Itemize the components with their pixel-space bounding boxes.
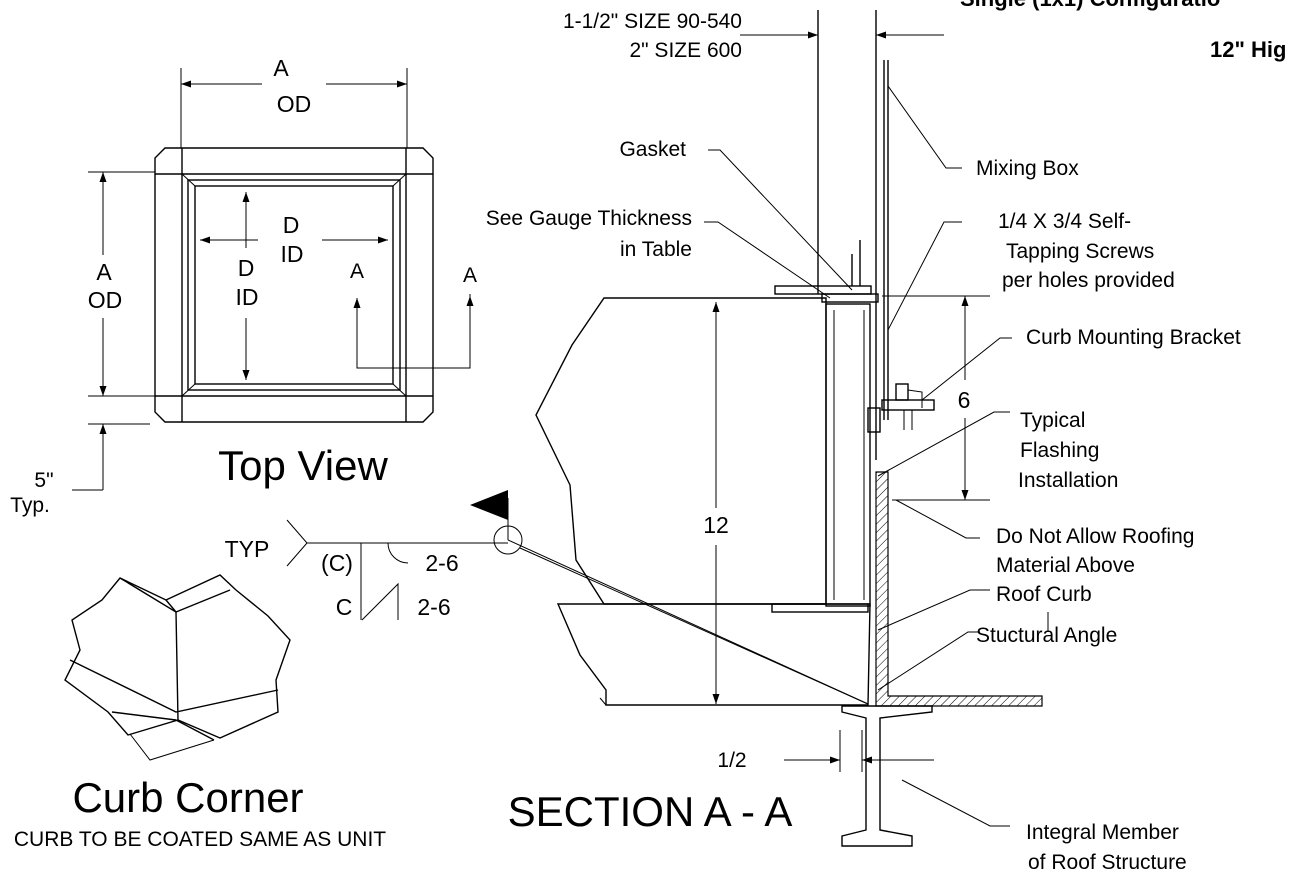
top-dim-a-label: A	[273, 55, 289, 81]
integral-member-line1: Integral Member	[1026, 821, 1179, 844]
integral-member-line2: of Roof Structure	[1028, 851, 1187, 874]
section-mark-left: A	[350, 260, 364, 283]
weld-size-1: 2-6	[425, 550, 458, 576]
flashing-label-line1: Typical	[1020, 409, 1085, 432]
roofing-label-line1: Do Not Allow Roofing	[996, 525, 1194, 548]
curb-corner-drawing	[64, 574, 291, 761]
screws-label-line3: per holes provided	[1002, 269, 1175, 292]
section-drawing	[535, 10, 1049, 847]
curb-coating-note: CURB TO BE COATED SAME AS UNIT	[14, 828, 386, 851]
size-label-line1: 1-1/2" SIZE 90-540	[563, 10, 742, 33]
weld-c-label: C	[336, 594, 353, 620]
structural-angle-label: Stuctural Angle	[976, 624, 1117, 647]
top-dim-od-label: OD	[277, 91, 312, 117]
typ-dim-value: 5"	[34, 469, 53, 492]
inner-dim-id-h-label: ID	[281, 241, 304, 267]
weld-typ-label: TYP	[225, 536, 270, 562]
curb-corner-title: Curb Corner	[72, 774, 303, 821]
dim-half-label: 1/2	[717, 749, 746, 772]
weld-symbol	[286, 490, 869, 705]
roofing-label-line2: Material Above	[996, 554, 1135, 577]
inner-dim-id-v-label: ID	[236, 284, 259, 310]
header-title-line1: Single (1x1) Configuratio	[960, 0, 1220, 11]
gasket-label: Gasket	[619, 138, 686, 161]
flashing-label-line2: Flashing	[1020, 439, 1099, 462]
typ-dim-label: Typ.	[10, 494, 50, 517]
screws-label-line1: 1/4 X 3/4 Self-	[998, 210, 1131, 233]
size-label-line2: 2" SIZE 600	[629, 39, 742, 62]
gauge-label-line1: See Gauge Thickness	[486, 207, 692, 230]
weld-size-2: 2-6	[417, 594, 450, 620]
roof-curb-label: Roof Curb	[996, 583, 1092, 606]
flashing-label-line3: Installation	[1018, 469, 1118, 492]
top-view-drawing	[72, 68, 474, 491]
inner-dim-d-v-label: D	[238, 255, 255, 281]
weld-c-paren-label: (C)	[321, 550, 353, 576]
top-view-title: Top View	[218, 442, 388, 489]
dim-12-label: 12	[703, 512, 729, 538]
section-title: SECTION A - A	[508, 788, 793, 835]
dim-6-label: 6	[958, 387, 971, 413]
curb-bracket-label: Curb Mounting Bracket	[1026, 326, 1241, 349]
inner-dim-d-h-label: D	[283, 212, 300, 238]
header-title-line2: 12" Hig	[1210, 37, 1286, 62]
gauge-label-line2: in Table	[620, 238, 692, 261]
mixing-box-label: Mixing Box	[976, 157, 1079, 180]
side-dim-a-label: A	[96, 259, 112, 285]
screws-label-line2: Tapping Screws	[1006, 240, 1154, 263]
section-mark-right: A	[463, 264, 477, 287]
side-dim-od-label: OD	[88, 287, 123, 313]
